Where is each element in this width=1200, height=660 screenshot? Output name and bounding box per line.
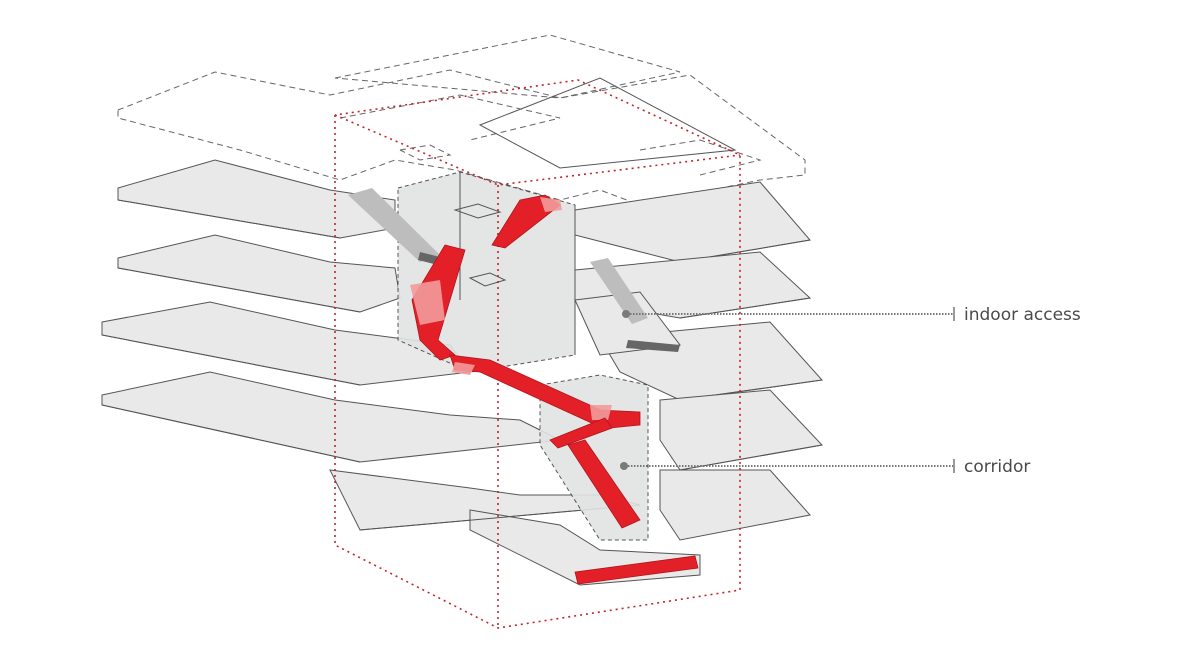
corridor-callout: corridor (620, 457, 1030, 477)
indoor-access-leader-dot (622, 310, 630, 318)
indoor-access-label: indoor access (964, 305, 1081, 325)
building-envelope (334, 79, 741, 629)
floor-slab-1 (117, 159, 811, 263)
indoor-access-callout: indoor access (622, 305, 1081, 325)
corridor-label: corridor (964, 457, 1030, 477)
floor-slab-4 (101, 371, 824, 471)
corridor-stairs (410, 194, 699, 585)
corridor-leader-dot (620, 462, 628, 470)
